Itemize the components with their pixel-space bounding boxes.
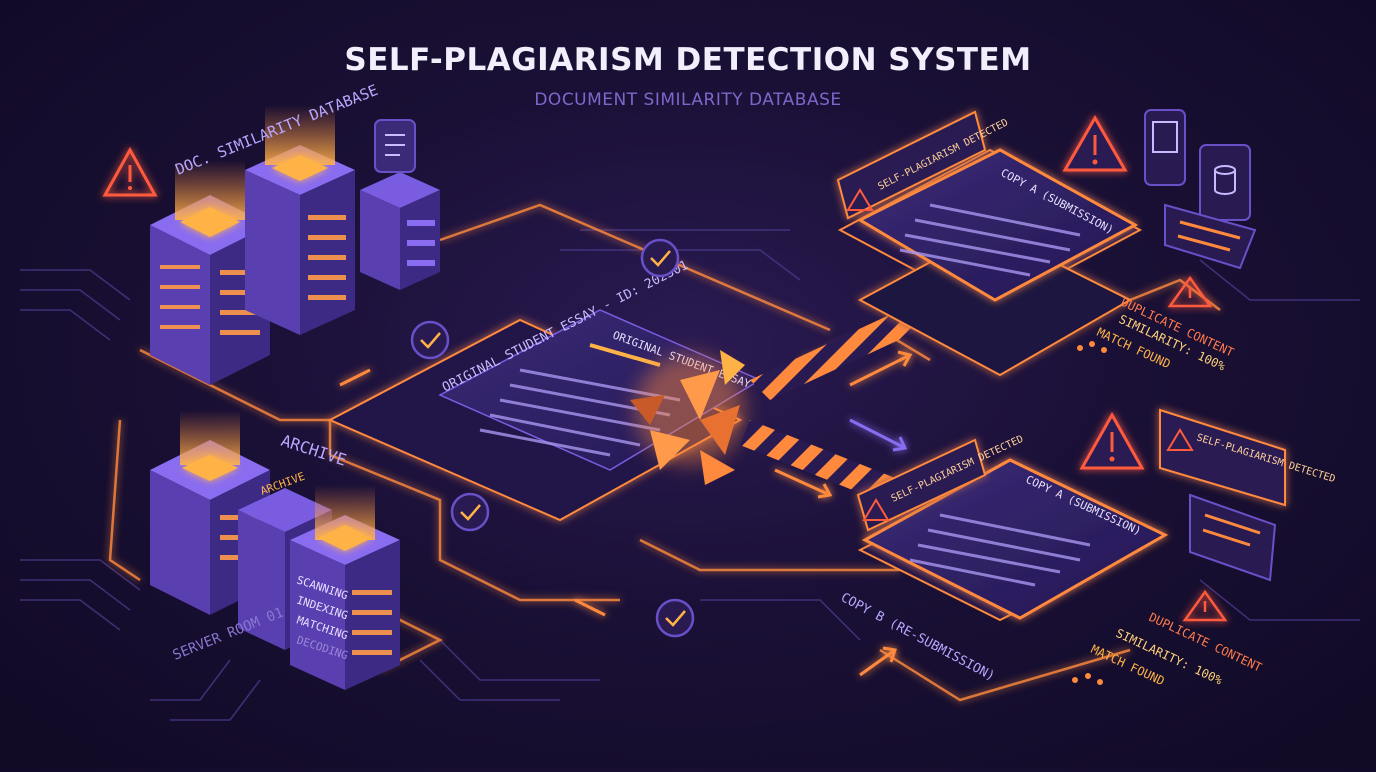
result-b-alert-left xyxy=(856,438,987,532)
check-badge xyxy=(450,492,490,532)
database-icon xyxy=(1199,144,1251,221)
result-b-alert-right xyxy=(1159,408,1286,507)
flow-arrows xyxy=(339,350,913,677)
server-rack-archive-right xyxy=(290,485,400,690)
chat-bubble-icon xyxy=(1164,203,1257,270)
warning-icon xyxy=(1062,114,1128,172)
warning-icon xyxy=(1167,275,1213,308)
server-rack-top-center xyxy=(245,105,355,335)
shatter-burst xyxy=(630,350,745,485)
result-b-document xyxy=(857,458,1169,622)
result-a-text-lines xyxy=(899,203,1081,277)
circuit-traces xyxy=(20,229,1360,721)
page-title: SELF-PLAGIARISM DETECTION SYSTEM xyxy=(344,42,1032,78)
check-badge xyxy=(655,598,695,638)
result-b-text-lines xyxy=(909,513,1091,587)
indicator-dots xyxy=(1072,673,1103,685)
result-a-document xyxy=(837,148,1143,377)
page-subtitle: DOCUMENT SIMILARITY DATABASE xyxy=(534,90,842,110)
server-rack-top-left xyxy=(150,160,270,385)
check-badge xyxy=(410,320,450,360)
archive-label: ARCHIVE xyxy=(279,431,349,470)
warning-icon xyxy=(1079,411,1145,470)
warning-icon xyxy=(102,146,158,197)
check-badge xyxy=(640,238,680,278)
server-rack-top-right xyxy=(360,172,440,290)
result-a-alert xyxy=(836,110,987,220)
hazard-barrier xyxy=(740,310,920,505)
chat-bubble-icon xyxy=(1189,493,1277,582)
warning-icon xyxy=(1182,589,1228,622)
file-icon xyxy=(1144,109,1186,186)
indicator-dots xyxy=(1077,341,1107,353)
result-b-findings: DUPLICATE CONTENT SIMILARITY: 100% MATCH… xyxy=(1089,610,1264,688)
